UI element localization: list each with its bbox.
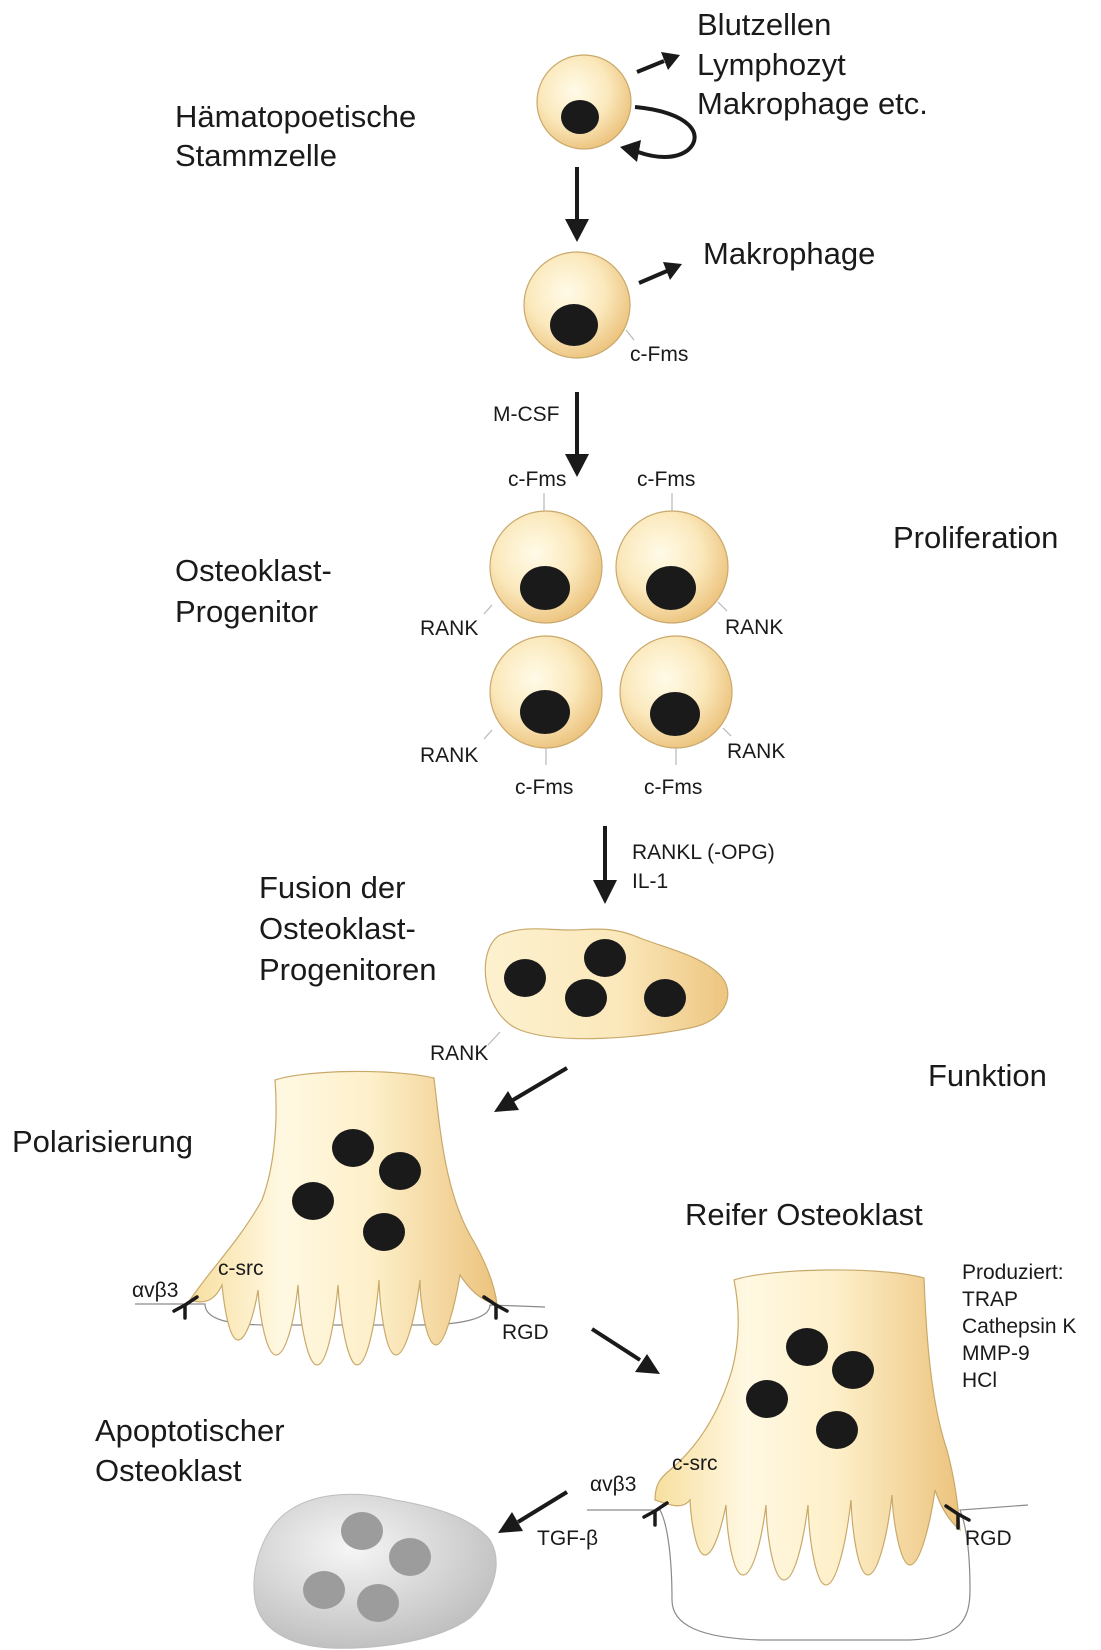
apoptotic-label-line2: Osteoklast [95, 1453, 242, 1488]
rank-bottom-right-label: RANK [727, 740, 785, 763]
cfms-bottom-right-label: c-Fms [644, 776, 702, 799]
mature-osteoclast-body [655, 1270, 960, 1585]
mcsf-label: M-CSF [493, 403, 560, 426]
cfms-top-right-label: c-Fms [637, 468, 695, 491]
mature-nucleus-2 [832, 1351, 874, 1389]
hsc-nucleus [561, 100, 599, 134]
apoptotic-nucleus-1 [341, 1512, 383, 1550]
polarised-nucleus-3 [292, 1182, 334, 1220]
rank-top-right-label: RANK [725, 616, 783, 639]
cfms-top-left-label: c-Fms [508, 468, 566, 491]
mature-nucleus-4 [816, 1411, 858, 1449]
polarised-osteoclast-body [190, 1071, 497, 1365]
polarisation-integrin-label: αvβ3 [132, 1279, 178, 1302]
blood-cells-line1: Blutzellen [697, 7, 831, 42]
macrophage-label: Makrophage [703, 236, 875, 271]
tgf-beta-label: TGF-β [537, 1527, 598, 1550]
apoptotic-nucleus-4 [357, 1584, 399, 1622]
polarisation-csrc-label: c-src [218, 1257, 264, 1280]
arrow-mcsf [565, 392, 589, 477]
polarisation-label: Polarisierung [12, 1124, 193, 1159]
hsc-label-line2: Stammzelle [175, 138, 337, 173]
fusion-rank-label: RANK [430, 1042, 488, 1065]
produziert-item-cathepsin: Cathepsin K [962, 1315, 1076, 1338]
hsc-group: Hämatopoetische Stammzelle Blutzellen Ly… [175, 7, 928, 173]
cfms-bottom-left-label: c-Fms [515, 776, 573, 799]
produziert-header: Produziert: [962, 1261, 1064, 1284]
progenitor-label-line1: Osteoklast- [175, 553, 332, 588]
apoptotic-group: Apoptotischer Osteoklast [95, 1413, 496, 1648]
blood-cells-line3: Makrophage etc. [697, 86, 928, 121]
arrow-polarisation-to-mature [592, 1329, 660, 1374]
polarised-nucleus-4 [363, 1213, 405, 1251]
fusion-label-line1: Fusion der [259, 870, 405, 905]
arrow-fusion-to-polarisation [494, 1068, 567, 1112]
arrow-rankl [593, 826, 617, 904]
arrow-hsc-to-macrophage [565, 167, 589, 242]
progenitor-nucleus-bottom-left [520, 690, 570, 734]
mature-rgd-label: RGD [965, 1527, 1012, 1550]
macrophage-group: Makrophage c-Fms [524, 236, 875, 366]
blood-cells-line2: Lymphozyt [697, 47, 846, 82]
progenitor-nucleus-top-left [520, 566, 570, 610]
fusion-group: Fusion der Osteoklast- Progenitoren RANK [259, 870, 728, 1065]
apoptotic-label-line1: Apoptotischer [95, 1413, 285, 1448]
produziert-item-mmp9: MMP-9 [962, 1342, 1030, 1365]
fused-nucleus-4 [644, 979, 686, 1017]
mature-nucleus-1 [786, 1328, 828, 1366]
funktion-label: Funktion [928, 1058, 1047, 1093]
mature-osteoclast-label: Reifer Osteoklast [685, 1197, 923, 1232]
fused-nucleus-2 [584, 939, 626, 977]
self-renewal-arrow [620, 107, 695, 162]
apoptotic-nucleus-2 [389, 1538, 431, 1576]
mature-nucleus-3 [746, 1380, 788, 1418]
mature-integrin-label: αvβ3 [590, 1473, 636, 1496]
fusion-label-line2: Osteoklast- [259, 911, 416, 946]
progenitor-label-line2: Progenitor [175, 594, 318, 629]
polarisation-rgd-label: RGD [502, 1321, 549, 1344]
fused-nucleus-1 [504, 959, 546, 997]
rank-bottom-left-label: RANK [420, 744, 478, 767]
rankl-label-line1: RANKL (-OPG) [632, 841, 775, 864]
proliferation-label: Proliferation [893, 520, 1058, 555]
progenitor-nucleus-bottom-right [650, 692, 700, 736]
polarisation-group: Polarisierung c-src αvβ3 RGD [12, 1071, 549, 1365]
macrophage-cfms-label: c-Fms [630, 343, 688, 366]
rank-top-left-label: RANK [420, 617, 478, 640]
arrow-to-blood-cells [637, 52, 680, 72]
macrophage-nucleus [550, 304, 598, 346]
apoptotic-nucleus-3 [303, 1571, 345, 1609]
arrow-to-macrophage-label [639, 262, 682, 283]
rankl-label-line2: IL-1 [632, 870, 668, 893]
hsc-label-line1: Hämatopoetische [175, 99, 416, 134]
mature-osteoclast-group: Reifer Osteoklast Produziert: TRAP Cathe… [587, 1197, 1076, 1640]
fusion-label-line3: Progenitoren [259, 952, 437, 987]
polarised-nucleus-1 [332, 1129, 374, 1167]
fused-nucleus-3 [565, 979, 607, 1017]
progenitor-group: Osteoklast- Progenitor Proliferation c-F… [175, 468, 1058, 799]
mature-integrin-receptor-left [644, 1503, 667, 1525]
produziert-item-trap: TRAP [962, 1288, 1018, 1311]
mature-csrc-label: c-src [672, 1452, 718, 1475]
progenitor-nucleus-top-right [646, 566, 696, 610]
resorption-lacuna [587, 1505, 1028, 1640]
produziert-item-hcl: HCl [962, 1369, 997, 1392]
polarised-nucleus-2 [379, 1152, 421, 1190]
